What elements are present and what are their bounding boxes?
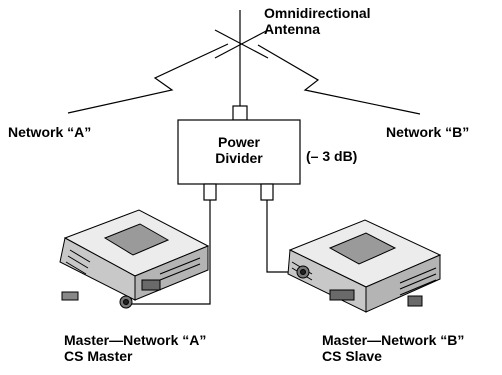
radio-device-slave: [287, 219, 442, 313]
network-b-label: Network “B”: [386, 124, 470, 140]
wireless-link-b: [257, 44, 421, 115]
divider-output-connector-a: [203, 183, 217, 201]
slave-label-line1: Master—Network “B”: [322, 332, 465, 348]
power-divider-label: Power Divider: [178, 134, 300, 166]
cable-to-master: [128, 200, 211, 305]
antenna-label-line1: Omnidirectional: [264, 5, 371, 21]
power-divider-box: [177, 119, 301, 185]
slave-label-line2: CS Slave: [322, 348, 382, 364]
antenna-icon: [214, 10, 269, 106]
radio-device-master: [59, 209, 210, 309]
network-a-label: Network “A”: [8, 124, 92, 140]
master-label: Master—Network “A” CS Master: [64, 332, 206, 364]
power-divider-label-line1: Power: [217, 134, 260, 150]
master-label-line1: Master—Network “A”: [64, 332, 207, 348]
master-label-line2: CS Master: [64, 348, 133, 364]
divider-loss-label: (– 3 dB): [306, 148, 358, 164]
divider-output-connector-b: [260, 183, 274, 201]
slave-label: Master—Network “B” CS Slave: [322, 332, 464, 364]
antenna-label: Omnidirectional Antenna: [264, 5, 371, 37]
wireless-link-a: [67, 43, 229, 114]
antenna-label-line2: Antenna: [264, 21, 320, 37]
divider-input-connector: [232, 105, 248, 121]
power-divider-label-line2: Divider: [215, 150, 263, 166]
